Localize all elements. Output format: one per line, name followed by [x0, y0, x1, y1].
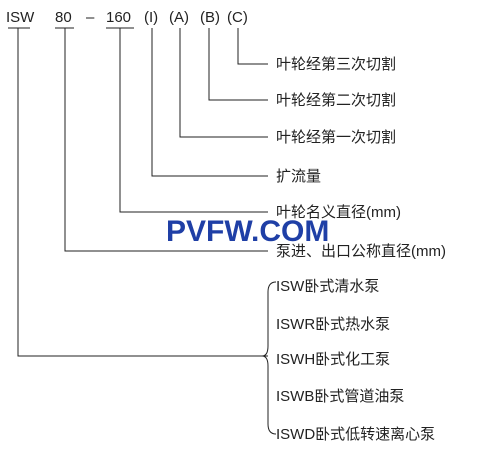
series-type-item: ISW卧式清水泵 [276, 278, 379, 295]
desc-cut-b: 叶轮经第二次切割 [276, 91, 396, 109]
desc-flow: 扩流量 [276, 168, 321, 185]
code-dash: – [86, 9, 95, 26]
series-type-item: ISWR卧式热水泵 [276, 316, 390, 333]
leader-flow [151, 28, 268, 177]
desc-cut-c: 叶轮经第三次切割 [276, 55, 396, 73]
series-type-item: ISWB卧式管道油泵 [276, 388, 404, 405]
leader-series [17, 28, 268, 357]
code-cut-b: (B) [200, 9, 220, 26]
code-series: ISW [6, 9, 35, 26]
leader-inlet [64, 28, 268, 252]
leader-impeller [119, 28, 268, 213]
series-bracket [261, 281, 277, 435]
leader-cut-a [179, 28, 268, 138]
code-cut-c: (C) [227, 9, 248, 26]
code-impeller: 160 [106, 9, 131, 26]
leader-cut-c [237, 28, 268, 65]
code-cut-a: (A) [169, 9, 189, 26]
leader-cut-b [208, 28, 268, 101]
desc-inlet: 泵进、出口公称直径(mm) [276, 243, 446, 260]
series-type-item: ISWD卧式低转速离心泵 [276, 426, 435, 443]
desc-cut-a: 叶轮经第一次切割 [276, 128, 396, 146]
code-flow: (I) [144, 9, 158, 26]
watermark-text: PVFW.COM [166, 215, 329, 248]
desc-impeller: 叶轮名义直径(mm) [276, 204, 401, 221]
series-type-item: ISWH卧式化工泵 [276, 351, 390, 368]
code-inlet: 80 [55, 9, 72, 26]
